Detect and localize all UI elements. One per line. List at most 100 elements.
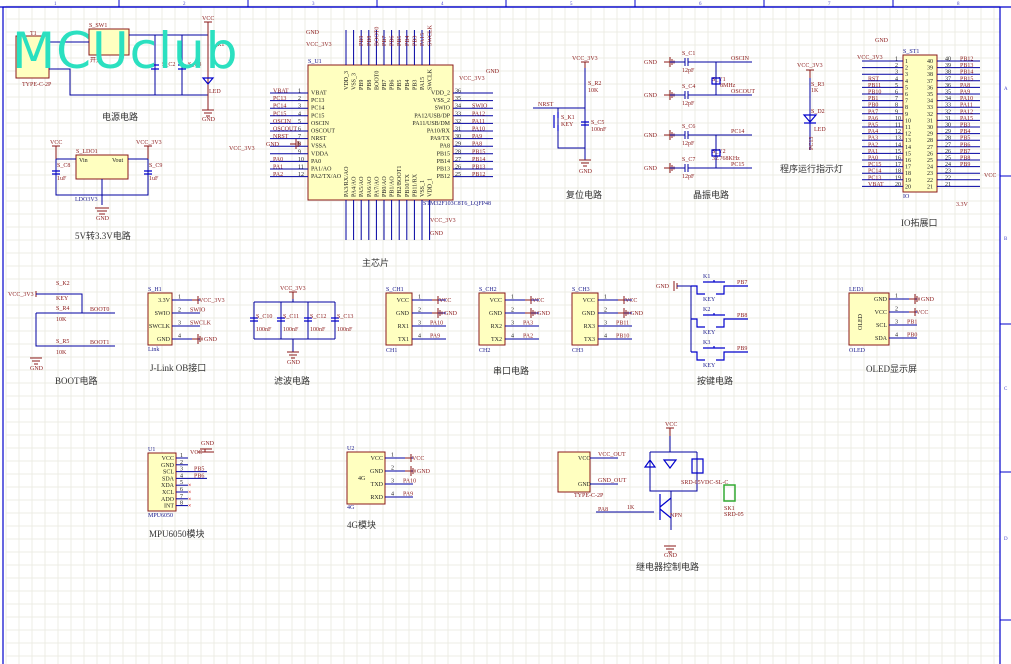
oled-pin-name: SCL <box>876 323 887 329</box>
mpu-ref: U1 <box>148 447 155 453</box>
io-pin-number-outer: 38 <box>945 70 951 76</box>
row-label: B <box>1004 237 1008 242</box>
io-pin-number: 40 <box>927 59 933 65</box>
io-pin-number: 33 <box>927 105 933 111</box>
vcc-symbol <box>192 296 199 304</box>
reset-circuit: VCC_3V3 S_R2 10K NRST S_K1 KEY S_C5 100n… <box>533 56 607 200</box>
mcu-pin-name: PC13 <box>311 98 324 104</box>
io-net-label: PA8 <box>960 83 970 89</box>
c5-label: S_C5 <box>591 120 604 126</box>
io-pin-number: 2 <box>905 66 908 72</box>
io-pin-number-outer: 35 <box>945 90 951 96</box>
oled-part: OLED <box>849 348 866 354</box>
io-pin-number: 1 <box>905 59 908 65</box>
mcu-pin-name: PB10/TX <box>405 173 411 197</box>
io-net-label: PA15 <box>960 116 973 122</box>
mcu-vcc-right: VCC_3V3 <box>459 76 485 82</box>
mpu-pin-name: SCL <box>163 470 174 476</box>
serial-pin-name: RX1 <box>398 324 409 330</box>
io-pin-number-outer: 22 <box>945 175 951 181</box>
io-net-label: PA5 <box>868 123 878 129</box>
io-pin-number: 23 <box>927 171 933 177</box>
key-switch <box>691 313 748 328</box>
relay-rb: 1K <box>627 505 635 511</box>
mcu-pin-number: 31 <box>455 127 461 133</box>
mcu-pin-number: 11 <box>298 165 304 171</box>
crystal-cap <box>670 131 752 139</box>
ind-net: PC13 <box>809 137 815 150</box>
d2-led: LED <box>814 127 826 133</box>
jlink-pin-number: 1 <box>178 295 181 301</box>
io-pin-number: 13 <box>905 138 911 144</box>
ldo-vcc3-label: VCC_3V3 <box>136 140 162 146</box>
io-pin-number: 4 <box>905 79 908 85</box>
io-net-label: PA9 <box>960 90 970 96</box>
c2-label: S_C2 <box>162 62 175 68</box>
mcu-pin-name: PC14 <box>311 106 324 112</box>
m4g-pin-number: 2 <box>391 466 394 472</box>
mcu-net-label: PA9 <box>472 134 482 140</box>
jlink-pin-name: SWCLK <box>149 324 171 330</box>
crystal-gnd-label: GND <box>644 60 658 66</box>
io-pin-number: 21 <box>927 184 933 190</box>
gnd-symbol <box>405 466 416 476</box>
mcu-pin-name: PA2/TX/AO <box>311 174 342 180</box>
io-net-label: VBAT <box>868 182 884 188</box>
column-label: 7 <box>828 2 831 7</box>
io-pin-number: 20 <box>905 184 911 190</box>
gnd-label: GND <box>204 337 218 343</box>
ldo-vin: Vin <box>79 158 88 164</box>
crystal-cap-ref: S_C7 <box>682 157 695 163</box>
oled-pin-name: GND <box>874 297 888 303</box>
serial-pin-number: 4 <box>418 334 421 340</box>
io-net-label: PB9 <box>960 162 970 168</box>
mcu-net-label: PA15 <box>420 33 426 46</box>
c3-label: S_C3 <box>188 62 201 68</box>
jlink-pin-number: 2 <box>178 308 181 314</box>
mcu-ref: S_U1 <box>308 59 322 65</box>
crystal-net: OSCIN <box>731 56 750 62</box>
oled-pin-number: 2 <box>895 307 898 313</box>
mcu-net-label: PB5 <box>397 36 403 46</box>
io-pin-number-outer: 10 <box>895 116 901 122</box>
jlink-pin-name: GND <box>157 337 171 343</box>
r2-label: S_R2 <box>588 81 601 87</box>
vcc-label: VCC <box>439 298 451 304</box>
ldo-circuit: S_LDO1 Vin Vout VCC VCC_3V3 S_C8 S_C9 1u… <box>50 140 162 241</box>
io-pin-number: 19 <box>905 178 911 184</box>
vcc-label: VCC <box>625 298 637 304</box>
crystal-cap <box>670 164 752 172</box>
m4g-pin-number: 3 <box>391 479 394 485</box>
gnd-symbol <box>290 139 301 149</box>
keys-gnd: GND <box>656 284 670 290</box>
mcu-net-label: BOOT0 <box>374 27 380 46</box>
serial-pin-name: VCC <box>397 298 409 304</box>
vcc-symbol <box>618 296 625 304</box>
mcu-pin-number: 36 <box>455 89 461 95</box>
jlink-pin-name: SWIO <box>155 311 171 317</box>
c5-value: 100nF <box>591 127 607 133</box>
mpu-module <box>147 452 177 512</box>
gnd-symbol <box>618 308 629 318</box>
mcu-net-label: PA1 <box>273 165 283 171</box>
m4g-pin-name: TXD <box>371 482 384 488</box>
m4g-pin-name: VCC <box>371 456 383 462</box>
filter-cap <box>250 317 258 322</box>
mcu-pin-name: PB14 <box>437 159 450 165</box>
io-net-label: PB10 <box>868 90 881 96</box>
key-name: KEY <box>703 297 716 303</box>
jlink-ref: S_H1 <box>148 287 162 293</box>
vcc-symbol <box>909 308 916 316</box>
mcu-net-label: OSCIN <box>273 119 292 125</box>
serial-title: 串口电路 <box>493 365 529 376</box>
vcc-label: VCC <box>412 456 424 462</box>
y2-value: 32.768KHz <box>712 156 740 162</box>
io-pin-number: 17 <box>905 165 911 171</box>
r5-label: S_R5 <box>56 339 69 345</box>
jlink-net-label: SWCLK <box>190 321 212 327</box>
